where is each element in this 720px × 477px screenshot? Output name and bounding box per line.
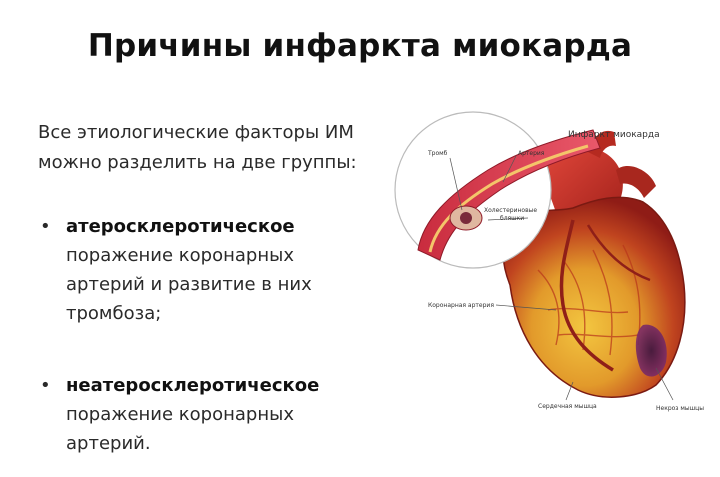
heart-illustration: Инфаркт миокарда Тромб Артерия Холестери…	[388, 100, 720, 430]
bullet-line: поражение коронарных	[66, 245, 294, 266]
pointer-lines	[449, 155, 674, 401]
label-thrombus: Тромб	[427, 150, 448, 157]
label-necrosis: Некроз мышцы	[656, 405, 704, 412]
coronary-artery-vessel	[559, 219, 614, 372]
label-heart-muscle: Сердечная мышца	[538, 403, 597, 410]
label-artery: Артерия	[518, 150, 545, 157]
heart-diagram: Инфаркт миокарда Тромб Артерия Холестери…	[394, 111, 704, 412]
bullet-line: поражение коронарных	[66, 404, 294, 425]
slide-title: Причины инфаркта миокарда	[87, 28, 633, 64]
bullet-heading: неатеросклеротическое	[66, 375, 320, 396]
label-plaque-2: бляшки	[500, 215, 524, 222]
label-coronary-artery: Коронарная артерия	[428, 302, 494, 309]
figure-caption: Инфаркт миокарда	[568, 130, 660, 140]
intro-line-2: можно разделить на две группы:	[38, 152, 357, 173]
necrosis-region	[635, 324, 667, 377]
bullet-non-atherosclerotic: • неатеросклеротическое поражение корона…	[38, 371, 368, 458]
intro-line-1: Все этиологические факторы ИМ	[38, 122, 354, 143]
muscle-texture	[537, 244, 641, 356]
bullet-dot: •	[40, 375, 51, 396]
bullet-heading: атеросклеротическое	[66, 216, 295, 237]
bullet-line: артерий и развитие в них	[66, 274, 312, 295]
intro-text: Все этиологические факторы ИМ можно разд…	[38, 118, 388, 178]
bullet-list: • атеросклеротическое поражение коронарн…	[38, 212, 368, 458]
bullet-atherosclerotic: • атеросклеротическое поражение коронарн…	[38, 212, 368, 328]
bullet-dot: •	[40, 216, 51, 237]
bullet-line: тромбоза;	[66, 303, 162, 324]
artery-cross-section	[417, 129, 601, 261]
label-plaque-1: Холестериновые	[484, 207, 537, 214]
bullet-line: артерий.	[66, 433, 151, 454]
